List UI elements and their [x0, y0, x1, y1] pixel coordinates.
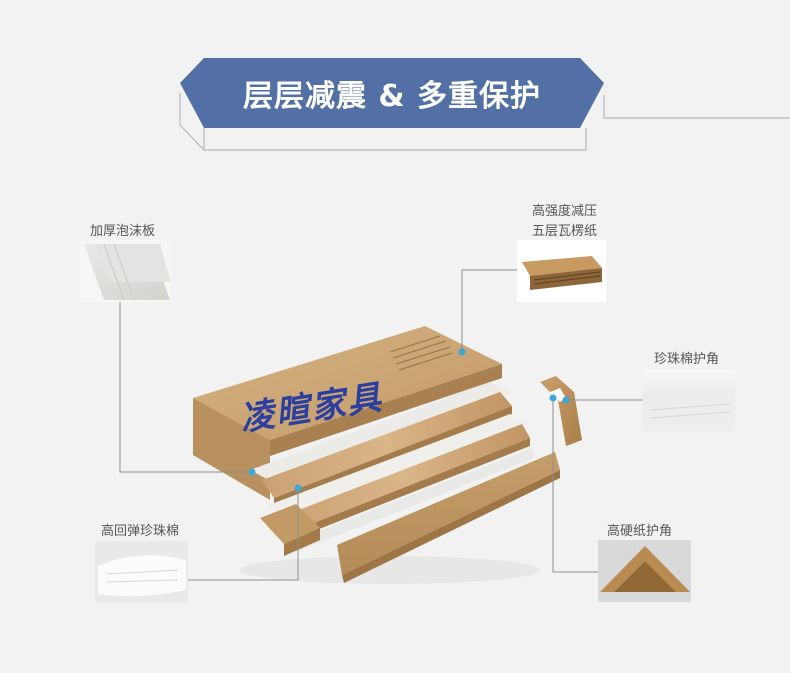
swatch-epe-foam: [95, 541, 188, 603]
box-print-lines: [389, 335, 453, 371]
foam-sheet-1: [250, 382, 512, 482]
banner-title: 层层减震 & 多重保护: [242, 79, 542, 114]
foam-sheet-2: [266, 414, 526, 518]
paper-corner-foam: [550, 388, 566, 402]
label-corrugated-line2: 五层瓦楞纸: [532, 224, 598, 239]
banner-ribbon: [180, 58, 604, 128]
label-pearl-corner: 珍珠棉护角: [654, 352, 720, 367]
wood-slab-2-edge: [286, 438, 530, 542]
foam-sheet-3: [290, 448, 534, 552]
wood-slab-1: [262, 392, 512, 498]
swatch-pearl-corner: [643, 370, 735, 431]
swatch-corrugated: [517, 240, 606, 302]
dot-corrugated: [458, 348, 466, 356]
front-kraft-board: [337, 452, 560, 575]
kraft-box: [193, 326, 502, 500]
dot-pearl-corner: [562, 396, 570, 404]
box-shadow: [240, 556, 540, 584]
swatch-foam-board: [79, 240, 171, 302]
callout-line-corrugated: [461, 269, 517, 352]
small-corner-piece: [260, 504, 320, 544]
banner-bracket-right: [603, 95, 790, 119]
wood-slab-2: [278, 424, 530, 534]
callout-line-epe: [188, 488, 299, 581]
label-corrugated-line1: 高强度减压: [532, 204, 598, 219]
paper-corner-piece: [540, 376, 582, 446]
banner-frame: [179, 58, 790, 151]
label-epe-foam: 高回弹珍珠棉: [101, 524, 180, 539]
label-hard-corner: 高硬纸护角: [607, 524, 673, 539]
callout-dots: [248, 348, 570, 492]
small-corner-piece-edge: [284, 528, 320, 556]
swatch-hard-corner: [598, 540, 691, 602]
dot-foam-board: [248, 468, 256, 476]
dot-hard-corner: [549, 394, 557, 402]
dot-epe: [294, 484, 302, 492]
box-lip: [270, 364, 502, 456]
callout-line-foam-board: [119, 302, 252, 473]
callout-lines: [119, 269, 643, 581]
label-foam-board: 加厚泡沫板: [90, 224, 156, 239]
front-kraft-board-edge: [342, 470, 560, 583]
callout-line-hard-corner: [552, 398, 598, 573]
inner-layers: [250, 382, 534, 552]
